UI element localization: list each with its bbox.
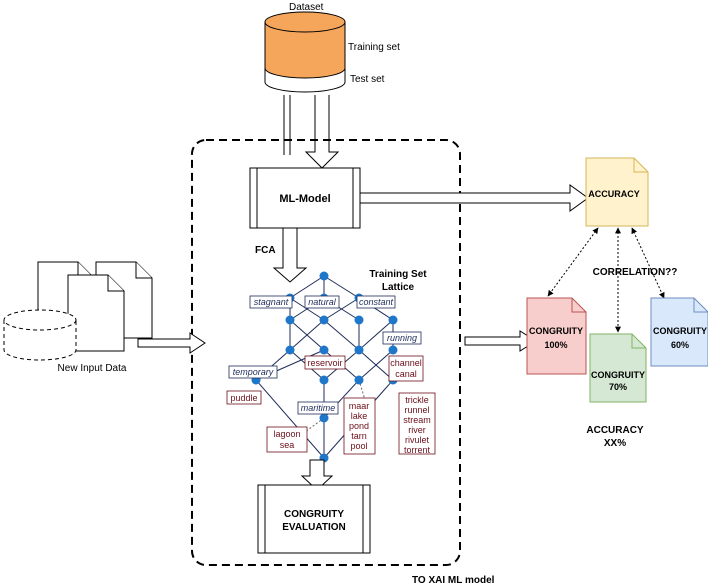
- obj-pond: pond: [349, 421, 369, 431]
- obj-maar: maar: [349, 401, 370, 411]
- obj-trickle: trickle: [405, 395, 429, 405]
- obj-reservoir: reservoir: [307, 358, 342, 368]
- lattice-node: [388, 315, 398, 325]
- obj-channel: channel: [390, 358, 422, 368]
- object-labels: reservoir channel canal puddle lagoon se…: [226, 355, 436, 455]
- xai-container: [191, 139, 461, 566]
- lattice-to-evaluation-arrow: [300, 459, 334, 491]
- dataset-label: Dataset: [289, 2, 324, 13]
- obj-canal: canal: [395, 369, 417, 379]
- obj-puddle: puddle: [230, 393, 257, 403]
- attr-running: running: [387, 333, 417, 343]
- lattice-node: [319, 271, 329, 281]
- attr-constant: constant: [359, 297, 394, 307]
- congruity-evaluation-line2: EVALUATION: [282, 522, 346, 533]
- lattice-node: [354, 315, 364, 325]
- congruity-60-label: CONGRUITY: [653, 326, 707, 336]
- congruity-evaluation-line1: CONGRUITY: [284, 509, 344, 520]
- attr-natural: natural: [308, 297, 337, 307]
- new-input-data-label: New Input Data: [58, 363, 127, 374]
- ml-model-label: ML-Model: [279, 193, 330, 205]
- congruity-100-value: 100%: [544, 340, 567, 350]
- training-set-label: Training set: [348, 42, 400, 53]
- obj-tarn: tarn: [351, 431, 367, 441]
- obj-rivulet: rivulet: [405, 435, 430, 445]
- accuracy-result-value: XX%: [604, 438, 626, 449]
- input-to-xai-arrow: [137, 332, 206, 354]
- obj-pool: pool: [350, 441, 367, 451]
- obj-stream: stream: [403, 415, 431, 425]
- lattice-node: [319, 413, 329, 423]
- accuracy-doc-label: ACCURACY: [588, 189, 640, 199]
- congruity-70-value: 70%: [609, 382, 627, 392]
- attribute-labels: stagnant natural constant running tempor…: [228, 295, 422, 415]
- obj-torrent: torrent: [404, 445, 431, 455]
- model-to-accuracy-arrow: [359, 184, 589, 212]
- ml-model-box: [249, 167, 361, 229]
- congruity-70-label: CONGRUITY: [591, 370, 645, 380]
- input-database-icon: [3, 309, 77, 361]
- congruity-document-100: [526, 297, 587, 375]
- congruity-60-value: 60%: [671, 340, 689, 350]
- lattice-title-line2: Lattice: [382, 282, 415, 293]
- congruity-document-60: [650, 297, 708, 367]
- congruity-evaluation-box: [257, 484, 371, 554]
- dataset-to-model-arrows: [283, 95, 340, 169]
- obj-lagoon: lagoon: [273, 429, 300, 439]
- correlation-arrows: [547, 227, 665, 333]
- xai-to-congruity-arrow: [464, 330, 537, 352]
- lattice-node: [319, 345, 329, 355]
- correlation-label: CORRELATION??: [593, 267, 678, 278]
- obj-river: river: [408, 425, 426, 435]
- accuracy-document: [585, 157, 649, 227]
- dataset-cylinder: [264, 11, 346, 93]
- attr-temporary: temporary: [233, 367, 274, 377]
- attr-maritime: maritime: [301, 403, 336, 413]
- accuracy-result-label: ACCURACY: [586, 425, 644, 436]
- congruity-document-70: [589, 333, 647, 403]
- congruity-100-label: CONGRUITY: [529, 326, 583, 336]
- fca-arrow: [272, 227, 308, 283]
- attr-stagnant: stagnant: [254, 297, 289, 307]
- lattice-node: [388, 345, 398, 355]
- lattice-node: [354, 375, 364, 385]
- lattice-title-line1: Training Set: [369, 269, 427, 280]
- lattice-node: [285, 345, 295, 355]
- fca-label: FCA: [255, 245, 276, 256]
- obj-sea: sea: [280, 440, 295, 450]
- lattice-node: [319, 315, 329, 325]
- obj-lake: lake: [351, 411, 368, 421]
- obj-runnel: runnel: [404, 405, 429, 415]
- lattice-object-connectors: [304, 379, 366, 433]
- lattice-node: [285, 315, 295, 325]
- test-set-label: Test set: [350, 74, 385, 85]
- lattice-node: [354, 345, 364, 355]
- lattice-node: [319, 375, 329, 385]
- xai-model-label: TO XAI ML model: [412, 575, 495, 586]
